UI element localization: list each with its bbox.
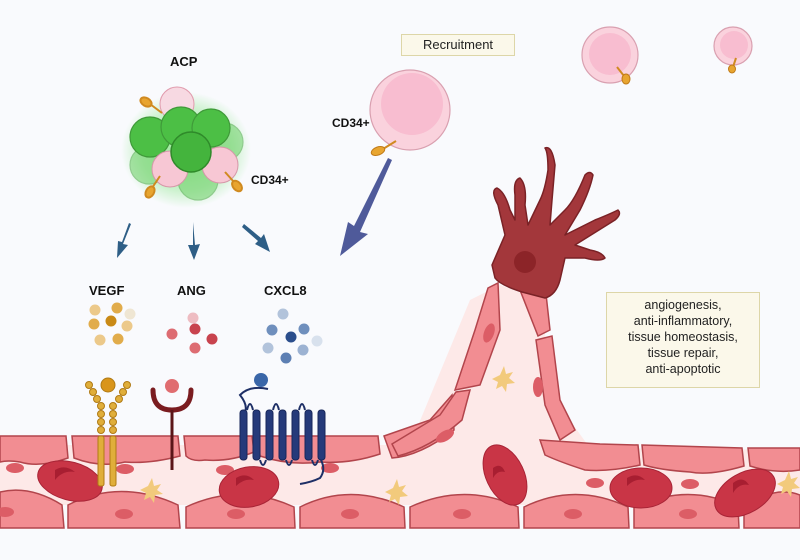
cd34-cells bbox=[369, 26, 753, 156]
vegf-molecules bbox=[88, 302, 136, 346]
recruitment-arrow bbox=[340, 158, 392, 256]
effects-box: angiogenesis, anti-inflammatory, tissue … bbox=[606, 292, 760, 388]
effect-item: tissue homeostasis, bbox=[628, 330, 738, 344]
platelet bbox=[385, 479, 408, 505]
ang-receptor bbox=[150, 379, 194, 470]
cd34-cell-circulating bbox=[713, 26, 753, 74]
cxcl8-label: CXCL8 bbox=[264, 283, 307, 298]
red-blood-cell bbox=[714, 468, 776, 518]
cxcl8-molecules bbox=[262, 308, 323, 364]
arrow-to-ang bbox=[188, 222, 200, 260]
vegf-receptor bbox=[85, 377, 131, 487]
secretion-arrows bbox=[117, 222, 270, 260]
recruitment-label: Recruitment bbox=[422, 37, 494, 52]
tip-cell bbox=[491, 146, 621, 299]
effect-item: anti-apoptotic bbox=[645, 362, 721, 376]
cd34-cell-circulating bbox=[581, 26, 639, 85]
effect-item: tissue repair, bbox=[647, 346, 719, 360]
cd34-recruited-label: CD34+ bbox=[332, 116, 370, 130]
red-blood-cell bbox=[37, 460, 103, 502]
blood-vessel bbox=[0, 281, 800, 529]
red-blood-cell bbox=[482, 444, 528, 506]
red-blood-cell bbox=[609, 467, 673, 509]
acp-cluster bbox=[121, 86, 251, 208]
endothelium-nuclei bbox=[0, 463, 699, 519]
arrow-to-vegf bbox=[117, 223, 131, 258]
ang-label: ANG bbox=[177, 283, 206, 298]
arrow-to-cxcl8 bbox=[242, 224, 270, 252]
red-blood-cells bbox=[37, 444, 776, 518]
sprout-nuclei bbox=[435, 323, 543, 443]
recruitment-label-box: Recruitment bbox=[401, 34, 515, 56]
effect-item: anti-inflammatory, bbox=[633, 314, 733, 328]
tip-cell-nucleus bbox=[514, 251, 536, 273]
vegf-label: VEGF bbox=[89, 283, 125, 298]
red-blood-cell bbox=[218, 466, 280, 508]
platelet bbox=[492, 366, 515, 392]
cxcl8-receptor bbox=[238, 373, 326, 485]
ang-molecules bbox=[166, 312, 218, 354]
cd34-cluster-label: CD34+ bbox=[251, 173, 289, 187]
platelets bbox=[140, 366, 800, 505]
effect-item: angiogenesis, bbox=[644, 298, 722, 312]
acp-label: ACP bbox=[170, 54, 198, 69]
platelet bbox=[140, 478, 163, 503]
cd34-cell-recruited bbox=[369, 69, 451, 156]
platelet bbox=[777, 471, 800, 497]
